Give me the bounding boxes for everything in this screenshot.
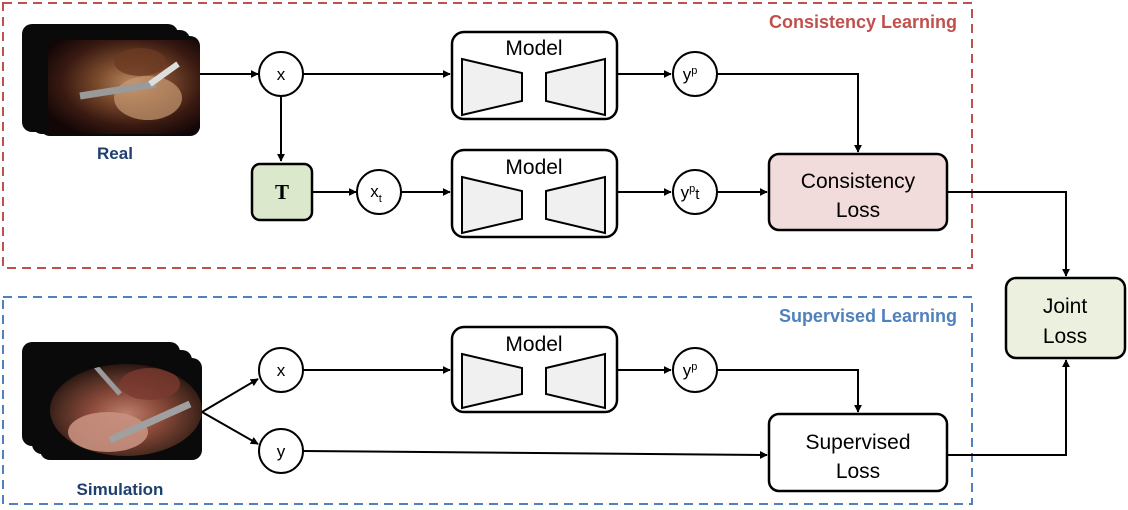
supervised-loss-line2: Loss bbox=[836, 460, 880, 483]
arrow-sim-y-to-loss bbox=[302, 450, 768, 459]
joint-loss-box bbox=[1004, 276, 1127, 360]
encoder-shape bbox=[461, 57, 523, 117]
consistency-section-title: Consistency Learning bbox=[769, 12, 957, 32]
arrow-sim-pred-to-loss bbox=[717, 369, 862, 413]
model-block-supervised bbox=[450, 325, 619, 414]
arrow-sim-to-y bbox=[201, 411, 259, 445]
decoder-shape bbox=[545, 57, 606, 117]
arrow-pred-to-consistency-loss bbox=[717, 73, 862, 153]
simulation-label: Simulation bbox=[77, 480, 164, 499]
model-block-transformed bbox=[450, 148, 619, 239]
model-label-transformed: Model bbox=[505, 156, 562, 179]
consistency-loss-line2: Loss bbox=[836, 199, 880, 222]
encoder-shape bbox=[461, 175, 523, 235]
input-x-label: x bbox=[277, 65, 286, 84]
arrow-sim-to-x bbox=[201, 378, 259, 413]
pred-label-real: yp bbox=[683, 65, 698, 84]
sim-pred-label: yp bbox=[683, 361, 698, 380]
pred-t-label: ypt bbox=[681, 183, 701, 203]
consistency-section-border bbox=[2, 2, 973, 269]
supervised-section-border bbox=[2, 296, 973, 505]
decoder-shape bbox=[545, 175, 606, 235]
model-label-real: Model bbox=[505, 37, 562, 60]
arrow-consistency-to-joint bbox=[947, 191, 1070, 277]
simulation-image-stack bbox=[22, 342, 202, 460]
transform-label: T bbox=[275, 180, 289, 204]
model-block-real bbox=[450, 30, 619, 121]
sim-input-x-label: x bbox=[277, 361, 286, 380]
transformed-input-label: xt bbox=[370, 182, 382, 205]
arrow-supervised-to-joint bbox=[947, 359, 1070, 456]
model-label-supervised: Model bbox=[505, 333, 562, 356]
real-image-stack bbox=[22, 24, 200, 136]
sim-label-y-label: y bbox=[277, 442, 286, 461]
real-label: Real bbox=[97, 144, 133, 163]
supervised-loss-line1: Supervised bbox=[805, 431, 910, 454]
joint-loss-line1: Joint bbox=[1043, 295, 1088, 318]
consistency-loss-line1: Consistency bbox=[801, 170, 916, 193]
transformed-input-node bbox=[356, 169, 402, 215]
joint-loss-line2: Loss bbox=[1043, 325, 1087, 348]
supervised-loss-box bbox=[767, 412, 949, 493]
decoder-shape bbox=[545, 352, 606, 410]
supervised-section-title: Supervised Learning bbox=[779, 306, 957, 326]
encoder-shape bbox=[461, 352, 523, 410]
